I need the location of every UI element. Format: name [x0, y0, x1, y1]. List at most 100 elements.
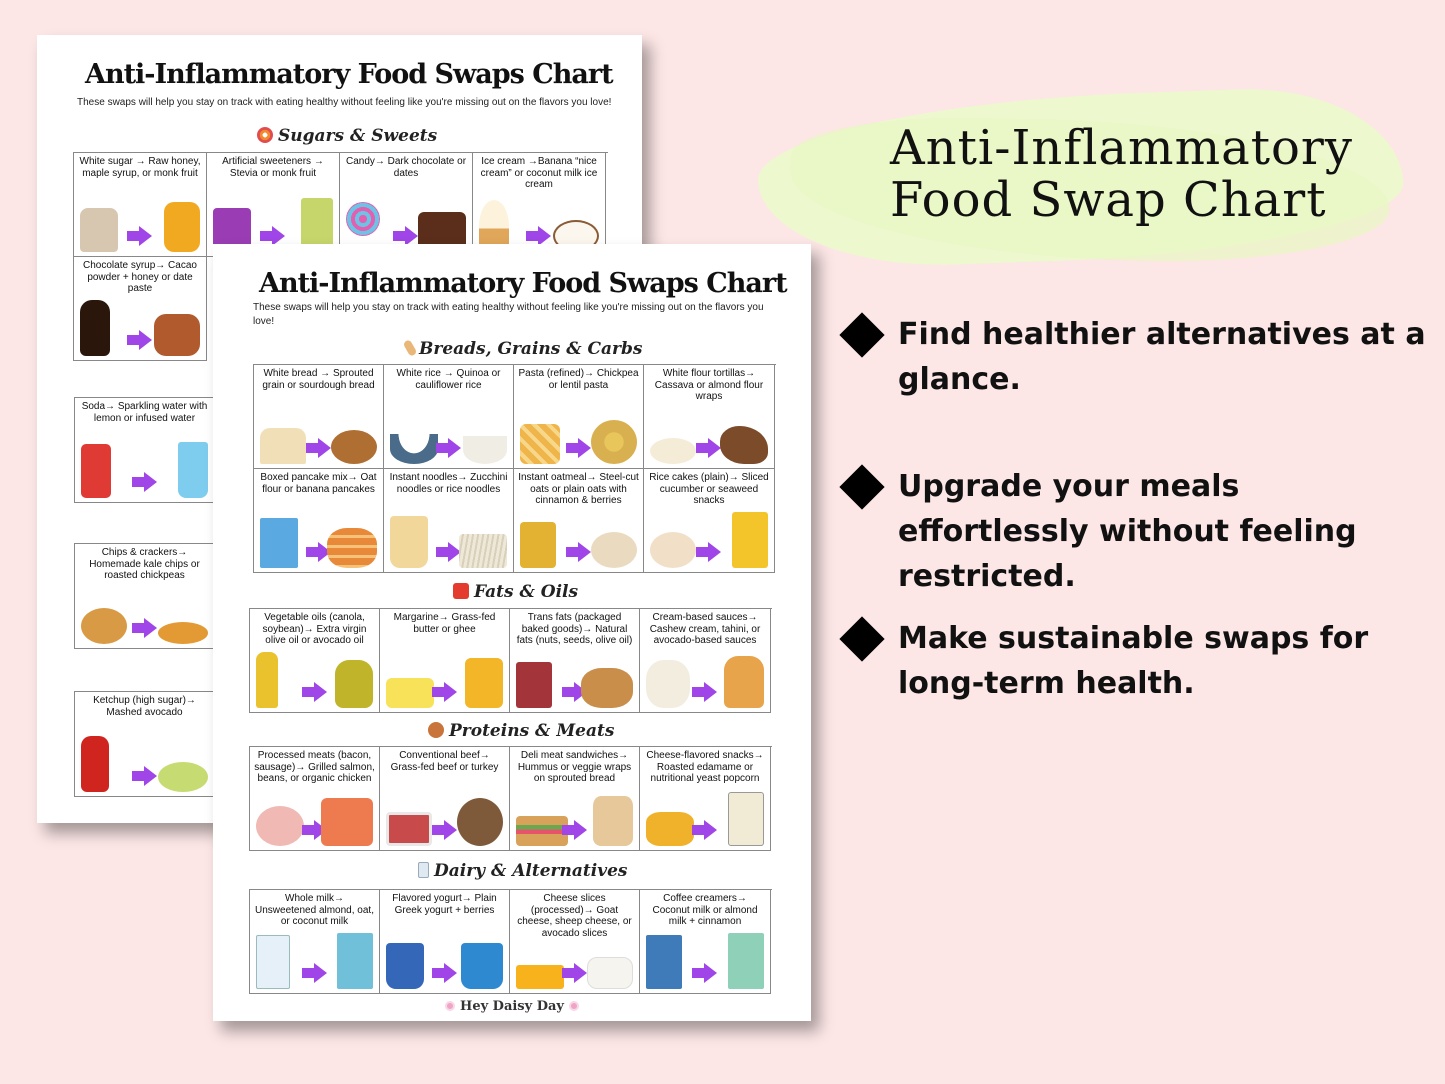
soda-can-icon: [81, 444, 111, 498]
cassava-root-icon: [720, 426, 768, 464]
daisy-icon: [445, 1001, 456, 1011]
bread-icon: [402, 339, 418, 357]
oatmeal-canister-icon: [520, 522, 556, 568]
swap-card: Cream-based sauces→ Cashew cream, tahini…: [640, 609, 771, 713]
promo-headline: Anti-Inflammatory Food Swap Chart: [890, 122, 1353, 226]
packaged-muffin-icon: [516, 662, 552, 708]
swap-illustration: [75, 734, 214, 792]
swap-text: Soda→ Sparkling water with lemon or infu…: [81, 401, 208, 424]
swap-illustration: [510, 650, 639, 708]
salmon-beans-icon: [321, 798, 373, 846]
milk-glass-icon: [418, 862, 429, 878]
swap-text: Rice cakes (plain)→ Sliced cucumber or s…: [649, 472, 769, 506]
diamond-bullet-icon: [839, 464, 885, 510]
chickpea-pasta-icon: [591, 420, 637, 464]
swap-text: Deli meat sandwiches→ Hummus or veggie w…: [517, 750, 632, 784]
swap-card: Boxed pancake mix→ Oat flour or banana p…: [254, 469, 384, 573]
swap-illustration: [644, 510, 774, 568]
drumstick-icon: [428, 722, 444, 738]
yogurt-cup-icon: [386, 943, 424, 989]
swap-card: Ketchup (high sugar)→ Mashed avocado: [75, 692, 214, 796]
yeast-bag-icon: [728, 792, 764, 846]
roasted-chickpeas-icon: [158, 622, 208, 644]
bullet-item: Upgrade your meals effortlessly without …: [839, 464, 1430, 594]
swap-illustration: [250, 931, 379, 989]
swap-card: Flavored yogurt→ Plain Greek yogurt + be…: [380, 890, 510, 994]
ghee-jar-icon: [465, 658, 503, 708]
bullet-item: Find healthier alternatives at a glance.: [839, 312, 1430, 412]
swap-text: Cheese-flavored snacks→ Roasted edamame …: [646, 750, 764, 784]
dairy-swap-grid: Whole milk→ Unsweetened almond, oat, or …: [249, 889, 772, 994]
swap-illustration: [250, 788, 379, 846]
swap-text: Coffee creamers→ Coconut milk or almond …: [652, 893, 758, 927]
veggie-wrap-icon: [593, 796, 633, 846]
cheese-slice-icon: [516, 965, 564, 989]
swap-card: Artificial sweeteners → Stevia or monk f…: [207, 153, 340, 257]
brand-footer: Hey Daisy Day: [213, 999, 811, 1014]
fries-icon: [453, 583, 469, 599]
swap-text: Trans fats (packaged baked goods)→ Natur…: [516, 612, 633, 646]
swap-illustration: [75, 586, 214, 644]
side-swap-card: Soda→ Sparkling water with lemon or infu…: [74, 397, 214, 503]
swap-card: Soda→ Sparkling water with lemon or infu…: [75, 398, 214, 502]
crackers-icon: [81, 608, 127, 644]
rice-cakes-icon: [650, 532, 696, 568]
daisy-icon: [568, 1001, 579, 1011]
swap-text: Cream-based sauces→ Cashew cream, tahini…: [649, 612, 761, 646]
swap-illustration: [514, 510, 643, 568]
swap-illustration: [74, 194, 206, 252]
olive-oil-icon: [335, 660, 373, 708]
diamond-bullet-icon: [839, 312, 885, 358]
ham-slices-icon: [256, 806, 304, 846]
rice-bowl-icon: [390, 434, 438, 464]
swap-card: Processed meats (bacon, sausage)→ Grille…: [250, 747, 380, 851]
ketchup-bottle-icon: [81, 736, 109, 792]
swap-card: Chips & crackers→ Homemade kale chips or…: [75, 544, 214, 648]
pancake-mix-box-icon: [260, 518, 298, 568]
swap-text: White sugar → Raw honey, maple syrup, or…: [79, 156, 201, 179]
bullet-text: Make sustainable swaps for long-term hea…: [898, 621, 1369, 701]
grass-fed-cow-icon: [457, 798, 503, 846]
sourdough-loaf-icon: [331, 430, 377, 464]
lollipop-icon: [257, 127, 273, 143]
oil-bottle-icon: [256, 652, 278, 708]
swap-illustration: [514, 406, 643, 464]
sugar-bag-icon: [80, 208, 118, 252]
breads-swap-grid: White bread → Sprouted grain or sourdoug…: [253, 364, 776, 573]
swap-card: Vegetable oils (canola, soybean)→ Extra …: [250, 609, 380, 713]
chocolate-syrup-icon: [80, 300, 110, 356]
section-heading-breads: Breads, Grains & Carbs: [402, 339, 642, 359]
swap-text: Pasta (refined)→ Chickpea or lentil past…: [518, 368, 639, 391]
swap-text: Boxed pancake mix→ Oat flour or banana p…: [260, 472, 377, 495]
swap-text: Cheese slices (processed)→ Goat cheese, …: [517, 893, 632, 939]
coconut-milk-icon: [337, 933, 373, 989]
steel-cut-oats-icon: [591, 532, 637, 568]
swap-illustration: [380, 931, 509, 989]
swap-card: Cheese slices (processed)→ Goat cheese, …: [510, 890, 640, 994]
swap-illustration: [380, 788, 509, 846]
side-swap-card: Ketchup (high sugar)→ Mashed avocado: [74, 691, 214, 797]
swap-text: Artificial sweeteners → Stevia or monk f…: [222, 156, 324, 179]
swap-illustration: [74, 298, 206, 356]
mixed-nuts-icon: [581, 668, 633, 708]
swap-text: Vegetable oils (canola, soybean)→ Extra …: [262, 612, 367, 646]
white-bread-icon: [260, 428, 306, 464]
swap-illustration: [75, 440, 214, 498]
tahini-jar-icon: [724, 656, 764, 708]
margarine-tub-icon: [386, 678, 434, 708]
swap-text: Chocolate syrup→ Cacao powder + honey or…: [83, 260, 197, 294]
ice-cream-cone-icon: [479, 200, 509, 252]
side-swap-card: Chips & crackers→ Homemade kale chips or…: [74, 543, 214, 649]
headline-line-1: Anti-Inflammatory: [890, 120, 1353, 176]
swap-illustration: [254, 406, 383, 464]
swap-illustration: [380, 650, 509, 708]
swap-illustration: [510, 788, 639, 846]
swap-card: Chocolate syrup→ Cacao powder + honey or…: [74, 257, 207, 361]
lemon-water-icon: [178, 442, 208, 498]
swap-text: Instant oatmeal→ Steel-cut oats or plain…: [518, 472, 639, 506]
swap-card: Rice cakes (plain)→ Sliced cucumber or s…: [644, 469, 775, 573]
swap-text: Ketchup (high sugar)→ Mashed avocado: [93, 695, 196, 718]
swap-illustration: [254, 510, 383, 568]
swap-card: Conventional beef→ Grass-fed beef or tur…: [380, 747, 510, 851]
rice-noodles-icon: [459, 534, 507, 568]
